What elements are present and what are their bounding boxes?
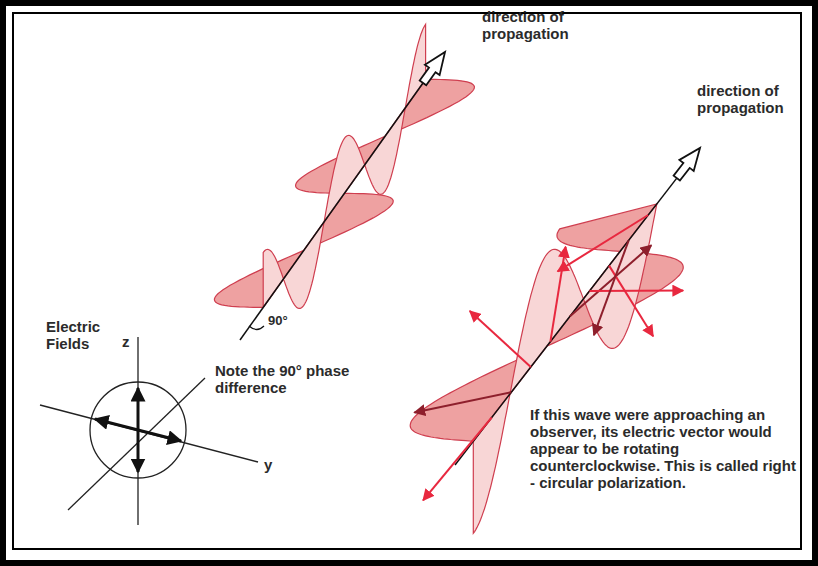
electric-vector bbox=[423, 418, 492, 501]
electric-vector bbox=[590, 290, 684, 292]
electric-vector bbox=[470, 311, 531, 367]
propagation-axis bbox=[240, 83, 423, 340]
axes-label: Electric Fields bbox=[46, 318, 116, 352]
propagation-label: direction of propagation bbox=[482, 8, 592, 42]
electric-vector bbox=[550, 247, 565, 342]
explanation-text: If this wave were approaching an observe… bbox=[530, 406, 798, 491]
electric-vector bbox=[594, 240, 629, 335]
electric-vector bbox=[558, 215, 649, 271]
open-arrowhead bbox=[420, 52, 445, 85]
electric-vector bbox=[414, 392, 511, 412]
note-text: Note the 90° phase difference bbox=[215, 362, 365, 396]
vertical-wave bbox=[263, 24, 425, 308]
propagation-label: direction of propagation bbox=[697, 82, 797, 116]
axis-name: y bbox=[264, 456, 278, 473]
angle-label: 90° bbox=[268, 312, 308, 329]
phase-arc bbox=[249, 326, 264, 330]
open-arrowhead bbox=[674, 148, 700, 181]
axis-name: z bbox=[122, 333, 136, 350]
